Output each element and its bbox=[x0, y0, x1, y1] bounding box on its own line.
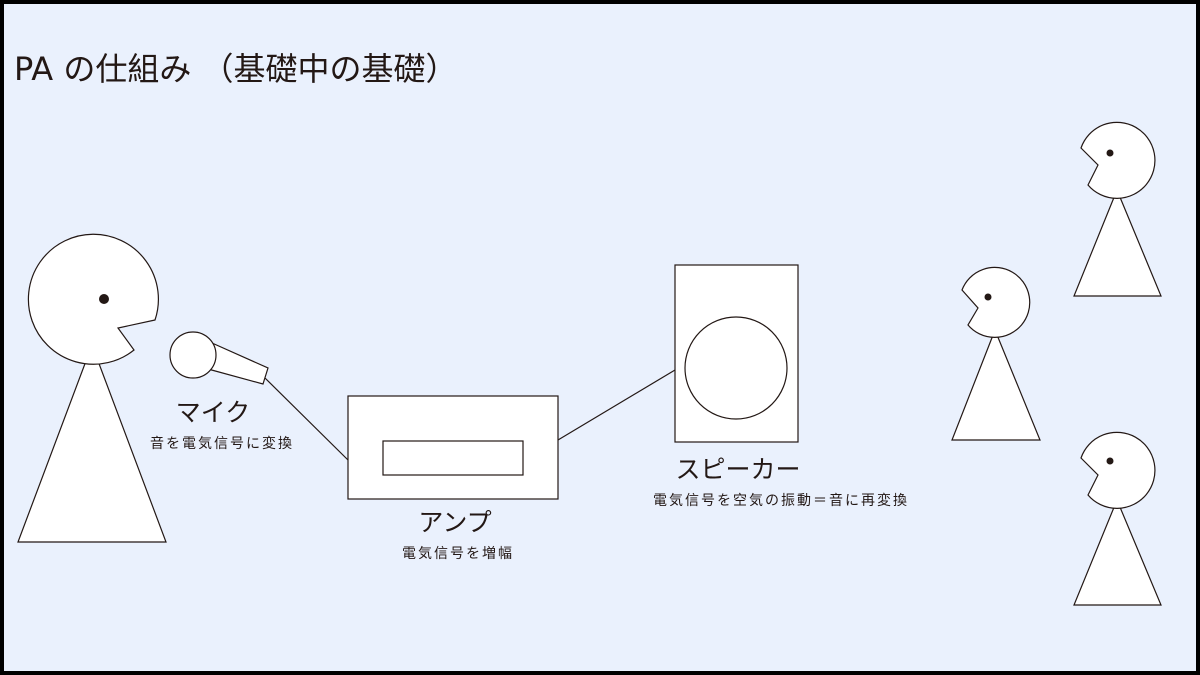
amplifier-panel bbox=[382, 440, 524, 476]
person-eye bbox=[1106, 149, 1114, 157]
amp-to-speaker-cable bbox=[557, 369, 676, 441]
speaking-person bbox=[17, 233, 167, 543]
person-head bbox=[27, 233, 159, 365]
microphone-head bbox=[169, 331, 217, 379]
amp-description: 電気信号を増幅 bbox=[402, 546, 514, 562]
person-head bbox=[1080, 431, 1156, 509]
person-body bbox=[951, 328, 1041, 441]
person-head bbox=[1080, 121, 1156, 199]
listener-bottom bbox=[1073, 431, 1162, 606]
microphone-handle bbox=[207, 342, 269, 385]
person-eye bbox=[99, 294, 109, 304]
mic-description: 音を電気信号に変換 bbox=[150, 436, 294, 452]
speaker-label: スピーカー bbox=[675, 455, 801, 484]
mic-to-amp-cable bbox=[264, 377, 349, 461]
page-title: PA の仕組み （基礎中の基礎） bbox=[14, 50, 458, 88]
person-body bbox=[1073, 188, 1162, 297]
listener-top bbox=[1073, 121, 1162, 297]
person-head bbox=[961, 266, 1031, 338]
microphone bbox=[169, 331, 269, 385]
speaker bbox=[674, 264, 799, 443]
listener-middle bbox=[951, 266, 1041, 441]
speaker-cone bbox=[684, 316, 788, 420]
speaker-description: 電気信号を空気の振動＝音に再変換 bbox=[653, 493, 909, 509]
person-body bbox=[1073, 498, 1162, 606]
person-eye bbox=[984, 293, 992, 301]
amp-label: アンプ bbox=[418, 508, 492, 537]
amplifier bbox=[347, 395, 559, 500]
person-eye bbox=[1106, 457, 1114, 465]
mic-label: マイク bbox=[175, 398, 251, 427]
person-body bbox=[17, 343, 167, 543]
